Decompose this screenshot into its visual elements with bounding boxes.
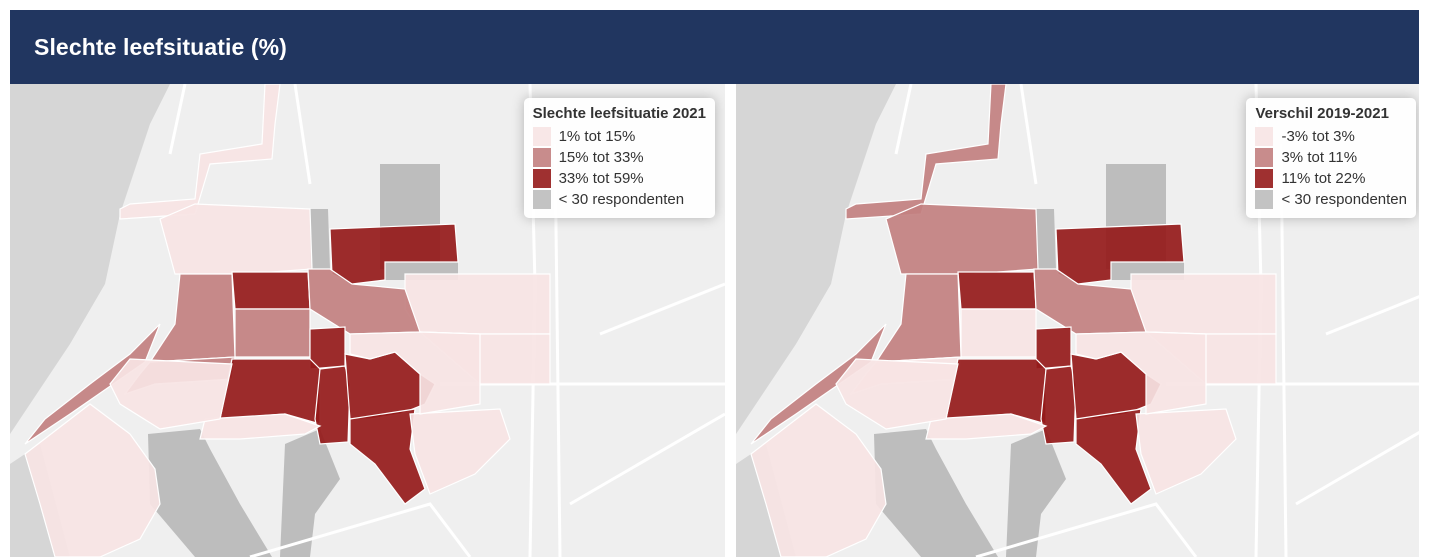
legend-swatch: [1255, 127, 1274, 146]
district-w-mid[interactable]: [109, 358, 233, 430]
district-south-mid[interactable]: [1040, 365, 1077, 445]
water-body: [736, 84, 896, 434]
district-east-a[interactable]: [1130, 273, 1277, 335]
legend-swatch: [532, 148, 551, 167]
district-east-mid[interactable]: [1075, 331, 1207, 415]
gray-area: [874, 429, 998, 557]
district-central[interactable]: [885, 203, 1039, 275]
legend-item: 3% tot 11%: [1255, 147, 1407, 168]
gray-area: [310, 209, 330, 269]
district-east-mid[interactable]: [349, 331, 481, 415]
district-west-strip[interactable]: [148, 273, 236, 363]
road-line: [599, 282, 725, 336]
legend-item: 15% tot 33%: [532, 147, 706, 168]
district-mid-left-a[interactable]: [231, 271, 311, 310]
legend-swatch: [1255, 190, 1274, 209]
district-mid-left-a[interactable]: [957, 271, 1037, 310]
district-small-center[interactable]: [1035, 326, 1072, 370]
legend-item: 1% tot 15%: [532, 126, 706, 147]
district-mid-east[interactable]: [1033, 268, 1147, 335]
page-title: Slechte leefsituatie (%): [34, 33, 287, 60]
road-line: [168, 84, 187, 155]
legend-title: Slechte leefsituatie 2021: [532, 105, 706, 122]
gray-area: [1006, 429, 1066, 557]
legend-label: 33% tot 59%: [558, 170, 644, 187]
choropleth-map-verschil[interactable]: [736, 84, 1419, 557]
legend-swatch: [532, 169, 551, 188]
legend-title: Verschil 2019-2021: [1255, 105, 1389, 122]
legend-label: -3% tot 3%: [1281, 128, 1355, 145]
road-line: [293, 84, 312, 185]
gray-area: [148, 429, 272, 557]
road-line: [569, 412, 725, 506]
water-body: [10, 84, 170, 434]
district-mid-left-b[interactable]: [234, 308, 311, 358]
legend-label: 1% tot 15%: [558, 128, 636, 145]
page-header: Slechte leefsituatie (%): [10, 10, 1419, 84]
district-mid-left-b[interactable]: [960, 308, 1037, 358]
district-harbor[interactable]: [119, 84, 281, 220]
district-se-area[interactable]: [1135, 408, 1237, 495]
district-w-mid[interactable]: [835, 358, 959, 430]
district-south-mid[interactable]: [314, 365, 351, 445]
district-west-strip[interactable]: [874, 273, 962, 363]
legend-item: 33% tot 59%: [532, 168, 706, 189]
legend-swatch: [1255, 169, 1274, 188]
road-line: [975, 502, 1198, 557]
district-south-center[interactable]: [219, 358, 321, 425]
district-central[interactable]: [159, 203, 313, 275]
district-small-center[interactable]: [309, 326, 346, 370]
road-line: [894, 84, 913, 155]
district-sw-big[interactable]: [750, 403, 887, 557]
district-east-a[interactable]: [404, 273, 551, 335]
district-harbor[interactable]: [845, 84, 1007, 220]
road-line: [249, 502, 472, 557]
legend-item: -3% tot 3%: [1255, 126, 1407, 147]
legend-label: 11% tot 22%: [1281, 170, 1366, 187]
map-panel-verschil[interactable]: Verschil 2019-2021 -3% tot 3% 3% tot 11%…: [736, 84, 1419, 557]
legend-label: 15% tot 33%: [558, 149, 644, 166]
district-sw-big[interactable]: [24, 403, 161, 557]
legend-item: < 30 respondenten: [1255, 189, 1407, 210]
road-line: [1295, 430, 1419, 506]
legend-swatch: [532, 190, 551, 209]
legend-swatch: [532, 127, 551, 146]
district-south-center[interactable]: [945, 358, 1047, 425]
district-s-band[interactable]: [199, 413, 322, 440]
legend-swatch: [1255, 148, 1274, 167]
gray-area: [280, 429, 340, 557]
legend-label: < 30 respondenten: [558, 191, 685, 208]
district-s-band[interactable]: [925, 413, 1048, 440]
district-mid-east[interactable]: [307, 268, 421, 335]
map-legend: Verschil 2019-2021 -3% tot 3% 3% tot 11%…: [1246, 98, 1416, 218]
road-line: [1019, 84, 1038, 185]
district-se-area[interactable]: [409, 408, 511, 495]
map-legend: Slechte leefsituatie 2021 1% tot 15% 15%…: [523, 98, 715, 218]
map-panel-2021[interactable]: Slechte leefsituatie 2021 1% tot 15% 15%…: [10, 84, 725, 557]
legend-label: < 30 respondenten: [1281, 191, 1407, 208]
legend-item: 11% tot 22%: [1255, 168, 1407, 189]
legend-label: 3% tot 11%: [1281, 149, 1358, 166]
road-line: [1325, 295, 1419, 336]
legend-item: < 30 respondenten: [532, 189, 706, 210]
gray-area: [1036, 209, 1056, 269]
